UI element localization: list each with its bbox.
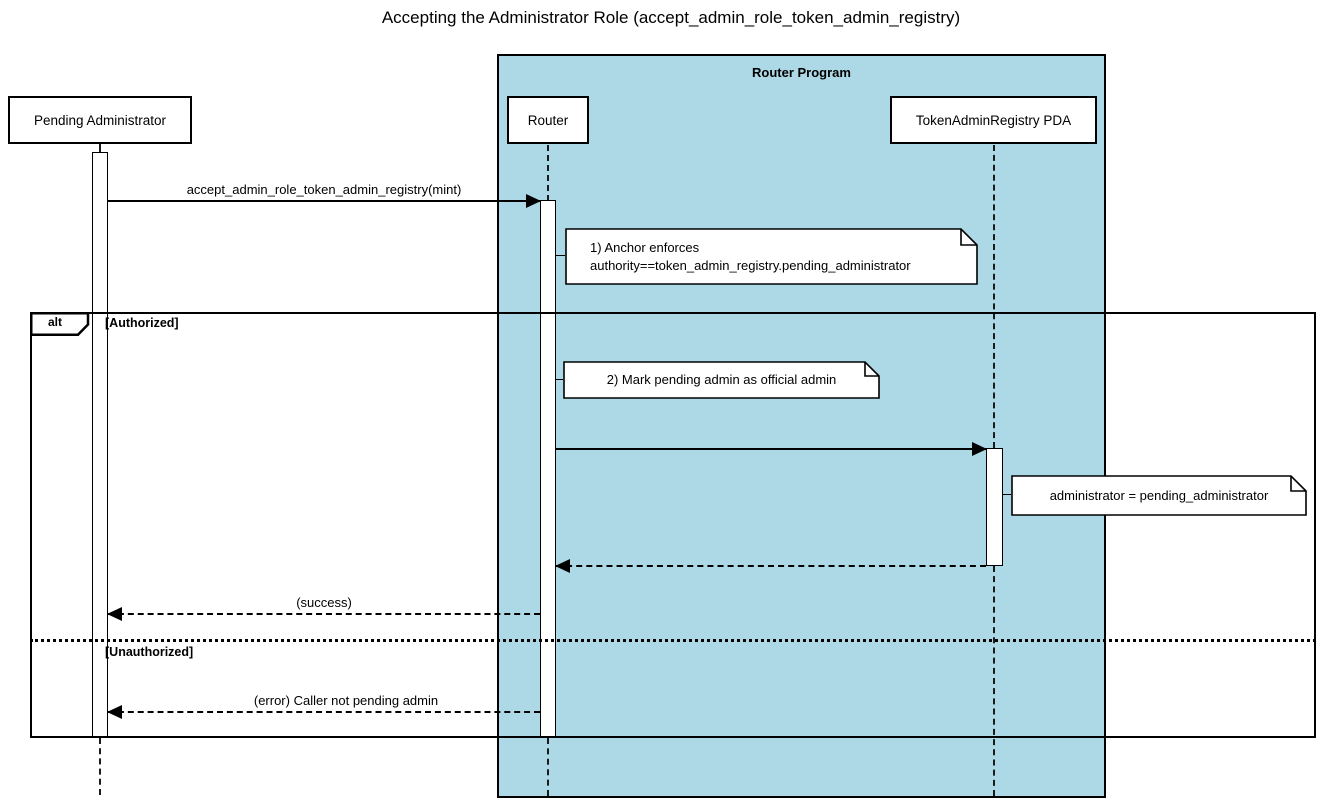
message-call-label: accept_admin_role_token_admin_registry(m… — [186, 182, 462, 197]
note-administrator-assignment-text: administrator = pending_administrator — [1011, 475, 1307, 516]
message-registry-return-arrow — [555, 559, 986, 573]
note-shape — [565, 228, 978, 285]
lifeline-router-tail — [547, 738, 549, 796]
note-shape — [563, 361, 880, 399]
alt-guard-unauthorized: [Unauthorized] — [105, 645, 194, 659]
note-mark-official-admin: 2) Mark pending admin as official admin — [563, 361, 880, 399]
message-update-registry-arrow — [556, 442, 987, 456]
lifeline-pending-administrator-tail — [99, 738, 101, 795]
alt-frame — [30, 312, 1316, 738]
participant-pending-administrator: Pending Administrator — [8, 96, 192, 144]
alt-operator-badge — [30, 312, 90, 336]
alt-operator-label: alt — [47, 315, 62, 329]
participant-router-label: Router — [527, 112, 569, 128]
lifeline-router-top — [547, 145, 549, 201]
note1-connector — [555, 255, 565, 256]
alt-divider — [30, 639, 1316, 642]
message-error-label: (error) Caller not pending admin — [253, 693, 439, 708]
message-call-arrow — [108, 194, 541, 208]
participant-token-admin-registry-pda: TokenAdminRegistry PDA — [890, 96, 1097, 144]
participant-token-admin-registry-pda-label: TokenAdminRegistry PDA — [915, 112, 1072, 128]
message-success-arrow — [107, 607, 540, 621]
arrowhead-right-icon — [972, 442, 987, 456]
arrowhead-left-icon — [107, 705, 122, 719]
lifeline-registry-pda-tail — [993, 566, 995, 796]
note2-connector — [555, 379, 563, 380]
router-program-frame-label: Router Program — [752, 65, 851, 80]
message-error-arrow — [107, 705, 540, 719]
note-line: authority==token_admin_registry.pending_… — [590, 257, 911, 273]
alt-pentagon-shape — [30, 312, 90, 336]
note-anchor-enforces-text: 1) Anchor enforces authority==token_admi… — [565, 228, 978, 285]
arrowhead-left-icon — [107, 607, 122, 621]
router-program-frame — [497, 54, 1106, 798]
note3-connector — [1002, 494, 1011, 495]
lifeline-pending-administrator-stub — [99, 144, 101, 153]
arrowhead-right-icon — [526, 194, 541, 208]
message-success-label: (success) — [296, 595, 352, 610]
note-mark-official-admin-text: 2) Mark pending admin as official admin — [563, 361, 880, 399]
note-line: 2) Mark pending admin as official admin — [606, 372, 837, 387]
arrowhead-left-icon — [555, 559, 570, 573]
note-line: 1) Anchor enforces — [590, 239, 700, 255]
activation-registry-pda — [986, 448, 1003, 566]
note-line: administrator = pending_administrator — [1049, 487, 1269, 503]
participant-router: Router — [507, 96, 589, 144]
lifeline-registry-pda-top — [993, 145, 995, 448]
note-anchor-enforces: 1) Anchor enforces authority==token_admi… — [565, 228, 978, 285]
diagram-title: Accepting the Administrator Role (accept… — [381, 8, 961, 27]
note-shape — [1011, 475, 1307, 516]
alt-guard-authorized: [Authorized] — [105, 316, 179, 330]
note-administrator-assignment: administrator = pending_administrator — [1011, 475, 1307, 516]
participant-pending-administrator-label: Pending Administrator — [33, 112, 167, 128]
